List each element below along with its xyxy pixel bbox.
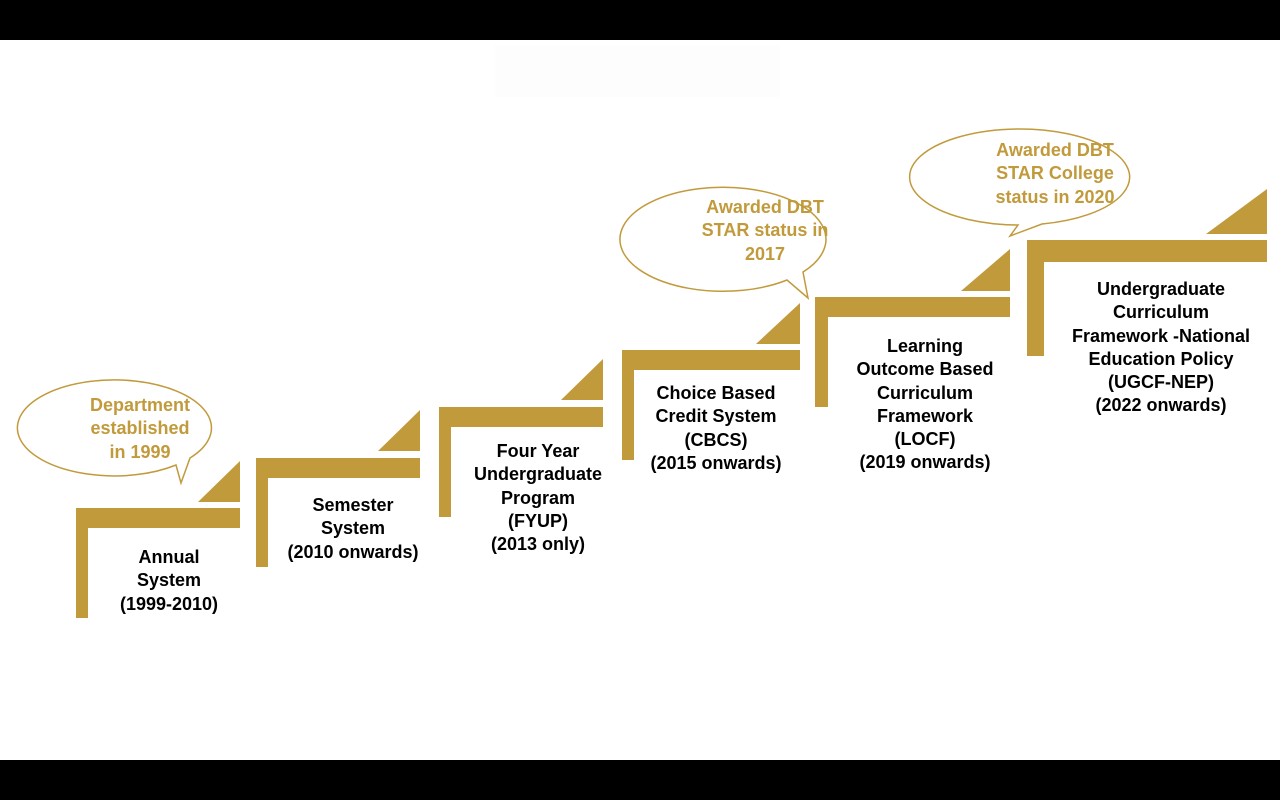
step-4-post	[622, 350, 634, 460]
step-6-label: Undergraduate Curriculum Framework -Nati…	[1071, 279, 1251, 416]
step-4-triangle	[756, 303, 800, 344]
step-5-triangle	[961, 249, 1010, 291]
bubble-2-label: Awarded DBT STAR status in 2017	[701, 197, 829, 264]
step-5-label: Learning Outcome Based Curriculum Framew…	[856, 336, 994, 473]
step-5-post	[815, 297, 828, 407]
step-2-triangle	[378, 410, 420, 451]
step-4-bar	[622, 350, 800, 370]
bubble-3-label: Awarded DBT STAR College status in 2020	[995, 140, 1115, 207]
step-1-triangle	[198, 461, 240, 502]
step-3-shape	[439, 359, 603, 517]
step-2-post	[256, 458, 268, 567]
bubble-1-shape	[16, 379, 213, 486]
faint-title-placeholder	[495, 45, 780, 97]
step-2-bar	[256, 458, 420, 478]
step-1-label: Annual System (1999-2010)	[119, 547, 219, 614]
step-6-post	[1027, 240, 1044, 356]
step-4-label: Choice Based Credit System (CBCS) (2015 …	[650, 383, 782, 473]
step-6-shape	[1027, 189, 1267, 356]
step-6-triangle	[1206, 189, 1267, 234]
staircase-graphic	[16, 128, 1267, 618]
bubble-2-shape	[619, 186, 827, 300]
step-5-shape	[815, 249, 1010, 407]
bubble-1-label: Department established in 1999	[89, 395, 191, 462]
step-1-bar	[76, 508, 240, 528]
step-3-label: Four Year Undergraduate Program (FYUP) (…	[473, 441, 603, 555]
step-1-shape	[76, 461, 240, 618]
step-3-post	[439, 407, 451, 517]
timeline-slide: Annual System (1999-2010) Semester Syste…	[0, 40, 1280, 760]
step-5-bar	[815, 297, 1010, 317]
step-3-bar	[439, 407, 603, 427]
step-2-shape	[256, 410, 420, 567]
step-4-shape	[622, 303, 800, 460]
step-2-label: Semester System (2010 onwards)	[287, 495, 419, 562]
step-1-post	[76, 508, 88, 618]
step-6-bar	[1027, 240, 1267, 262]
bubble-3-shape	[908, 128, 1131, 238]
step-3-triangle	[561, 359, 603, 400]
